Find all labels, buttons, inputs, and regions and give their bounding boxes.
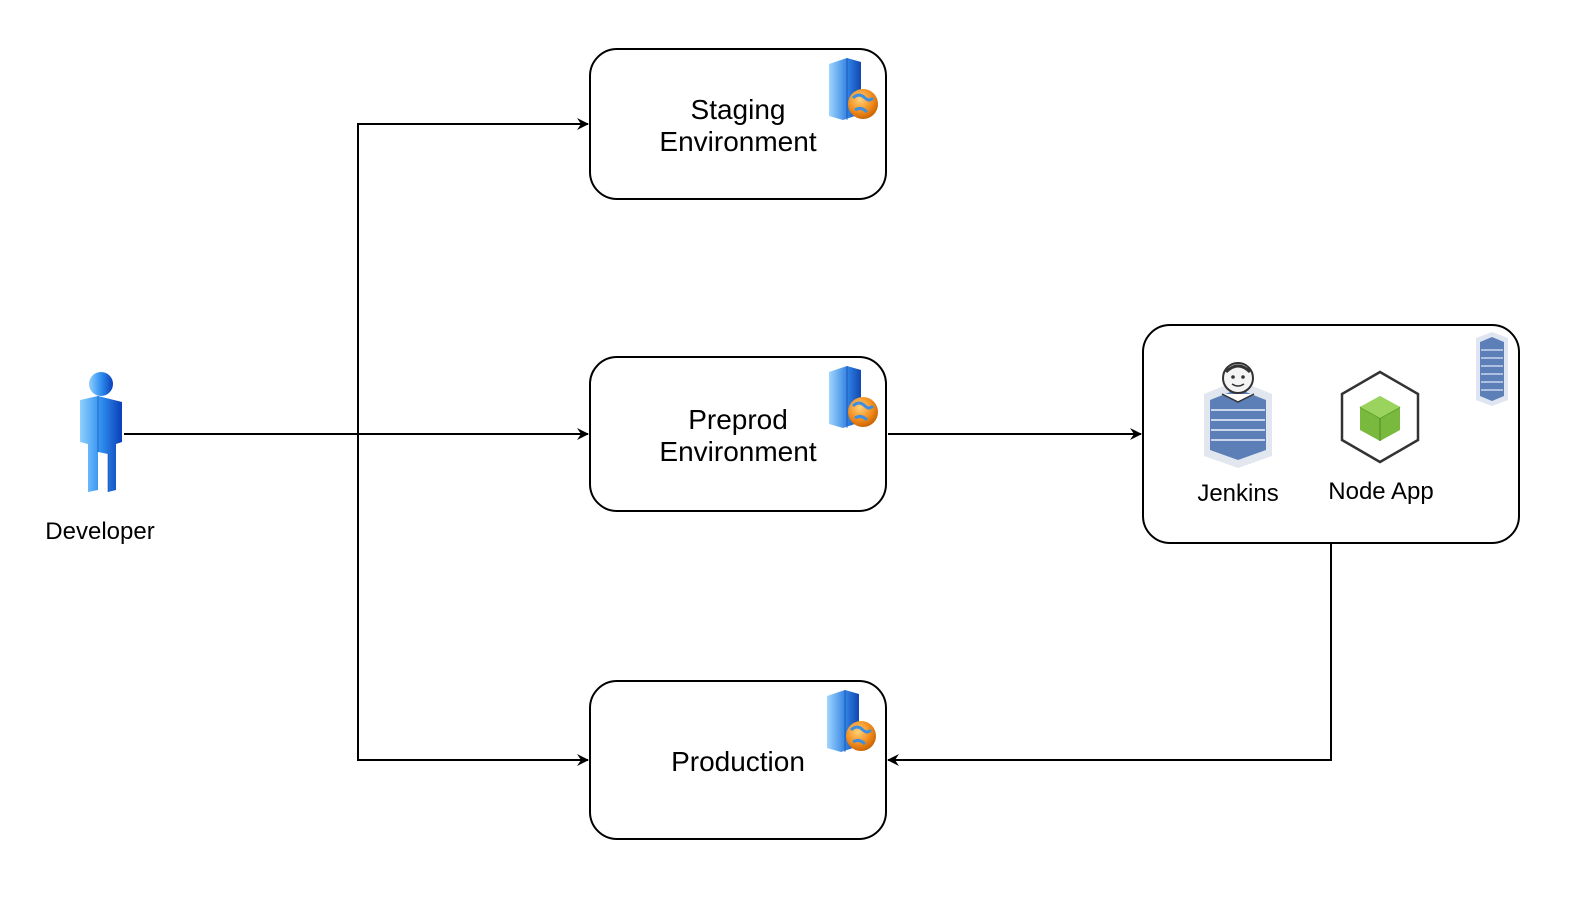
edge-cluster-production	[887, 543, 1332, 766]
web-server-icon	[829, 58, 878, 120]
developer-label: Developer	[45, 518, 155, 545]
jenkins-icon	[1204, 362, 1272, 468]
jenkins-label: Jenkins	[1197, 480, 1279, 507]
edge-developer-staging	[357, 118, 589, 434]
web-server-icon	[827, 690, 876, 752]
nodejs-icon	[1340, 370, 1420, 464]
preprod-environment-node[interactable]: Preprod Environment	[589, 356, 887, 512]
staging-environment-node[interactable]: Staging Environment	[589, 48, 887, 200]
staging-environment-label: Staging Environment	[659, 94, 817, 157]
production-node[interactable]: Production	[589, 680, 887, 840]
web-server-icon	[829, 366, 878, 428]
preprod-environment-label: Preprod Environment	[659, 404, 817, 467]
ci-cluster-node[interactable]: Jenkins Node App	[1142, 324, 1520, 544]
production-label: Production	[671, 746, 805, 777]
server-rack-icon	[1476, 332, 1508, 406]
node-app-label: Node App	[1328, 478, 1434, 505]
developer-person-icon	[80, 372, 122, 492]
edge-developer-production	[357, 434, 589, 766]
